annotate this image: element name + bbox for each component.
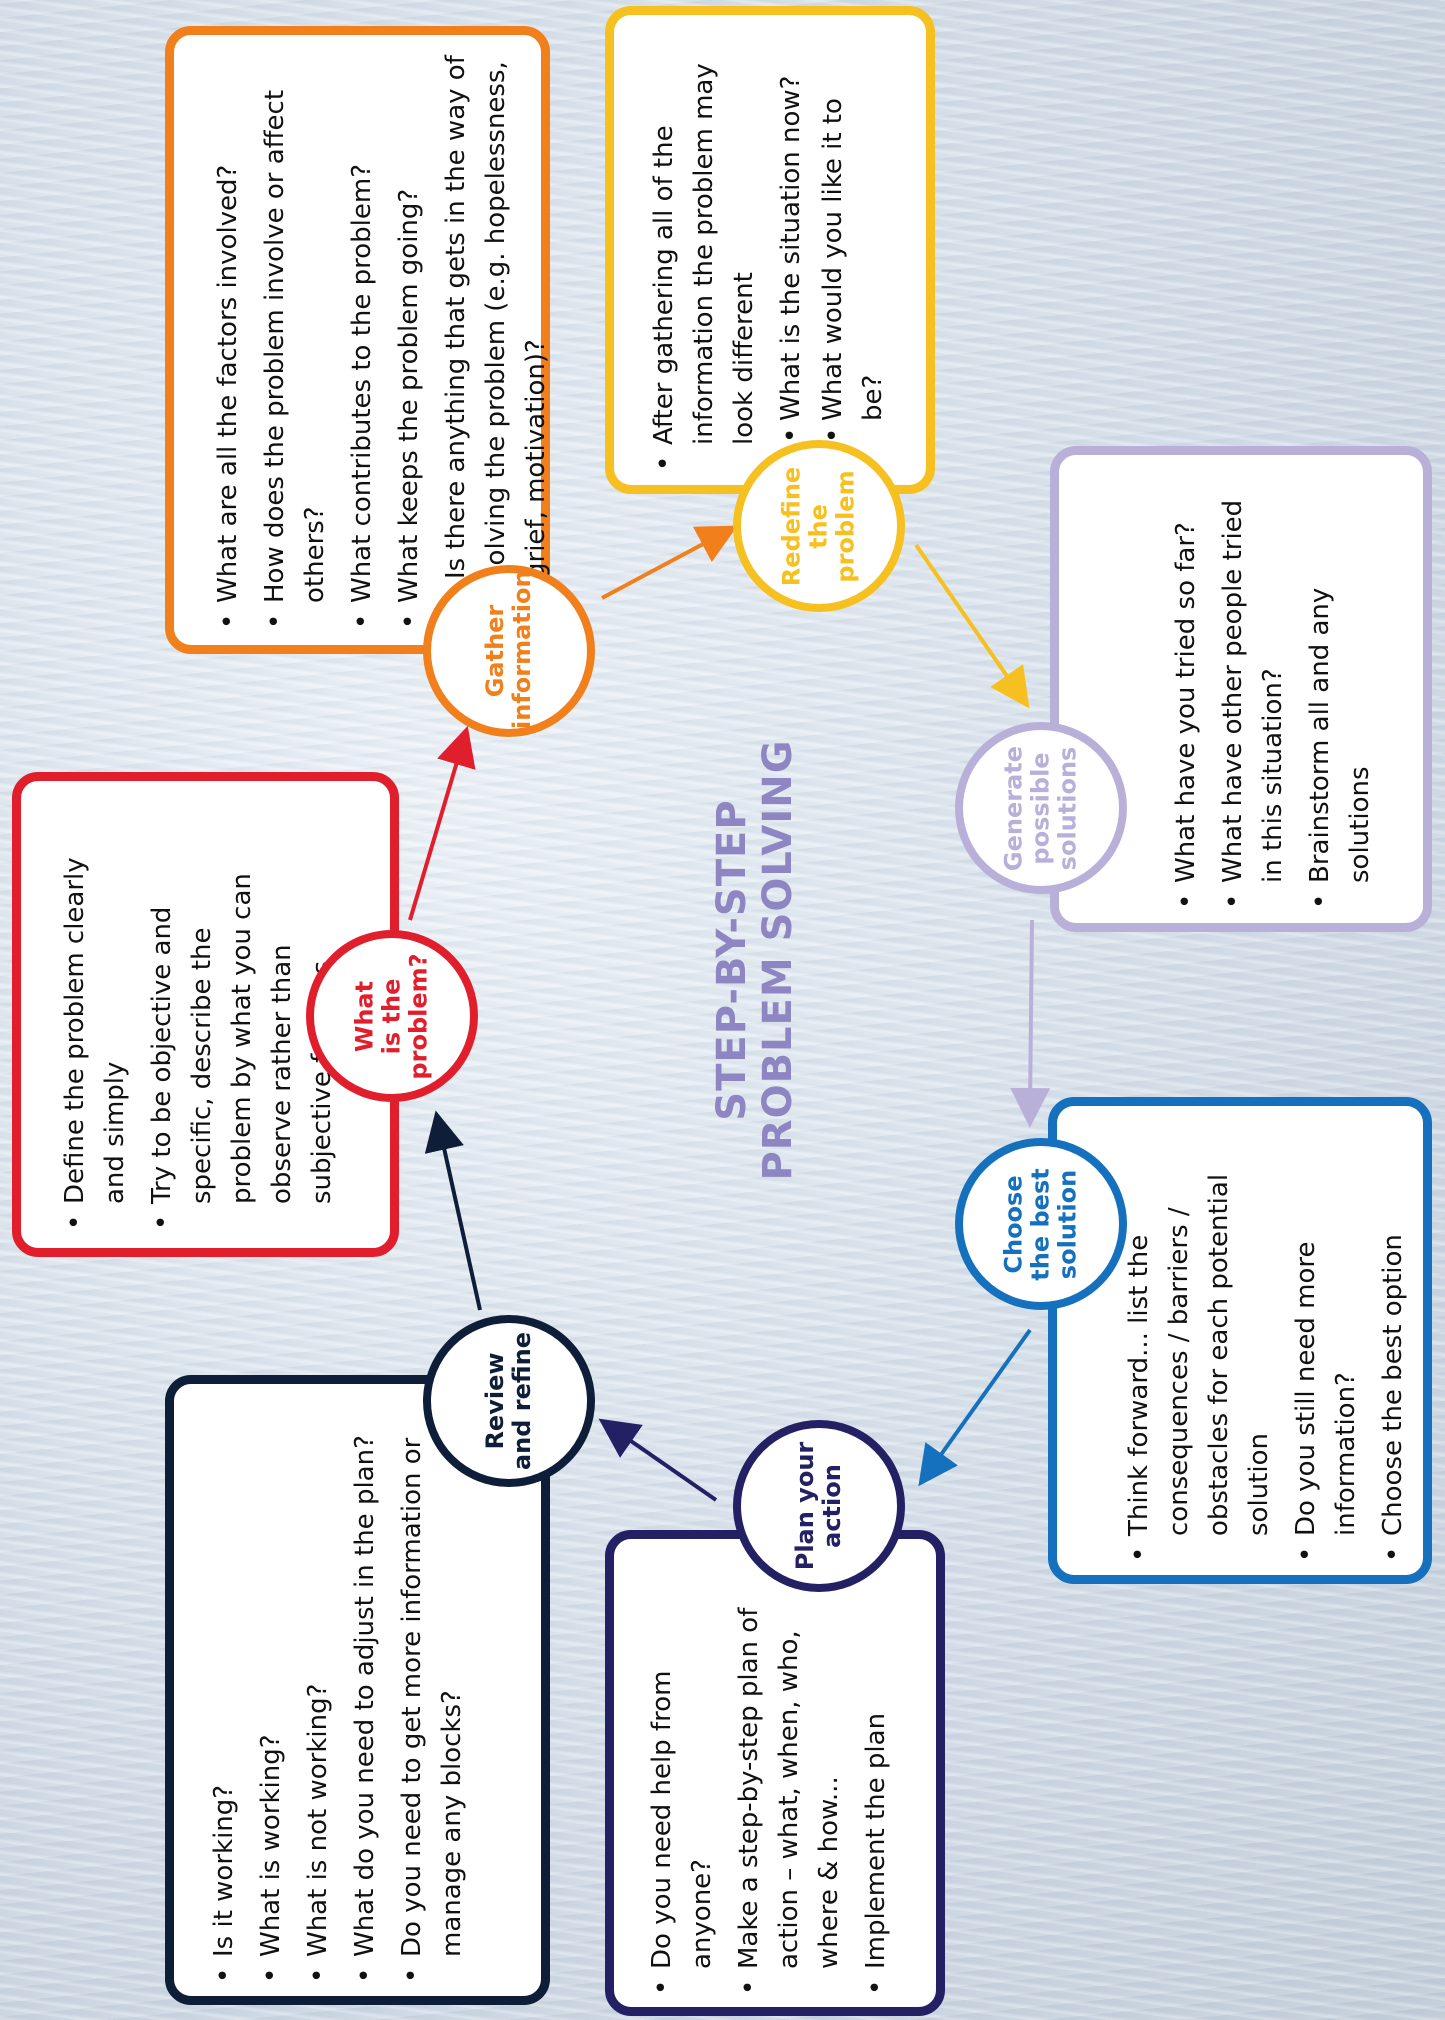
list-item: What is working? <box>251 1429 291 1989</box>
step-label: Generate possible solutions <box>999 745 1082 871</box>
list-item: Choose the best option <box>1373 1128 1413 1568</box>
step-circle-redefine-the-problem: Redefine the problem <box>733 440 905 612</box>
step-circle-choose-the-best-solution: Choose the best solution <box>955 1138 1127 1310</box>
step-box-plan-your-action: Do you need help from anyone? Make a ste… <box>605 1530 945 2016</box>
step-circle-plan-your-action: Plan your action <box>733 1420 905 1592</box>
list-item: What is the situation now? What would yo… <box>771 57 893 477</box>
list-item: What contributes to the problem? <box>342 55 382 635</box>
list-item: What have other people tried in this sit… <box>1213 485 1293 915</box>
step-content: After gathering all of the information t… <box>632 57 927 477</box>
sub-list-item: What is the situation now? <box>771 57 811 445</box>
list-item: What have you tried so far? <box>1166 485 1206 915</box>
step-content: What are all the factors involved? How d… <box>194 55 551 635</box>
list-item: What is not working? <box>298 1429 338 1989</box>
list-item: Brainstorm all and any solutions <box>1300 485 1380 915</box>
step-box-generate-possible-solutions: What have you tried so far? What have ot… <box>1050 446 1432 932</box>
arrow-gather-to-redefine <box>601 525 738 600</box>
list-item: Do you need help from anyone? <box>642 1561 722 2001</box>
step-circle-generate-possible-solutions: Generate possible solutions <box>955 722 1127 894</box>
list-item: Define the problem clearly and simply <box>55 816 135 1236</box>
step-label: Redefine the problem <box>777 466 860 586</box>
step-content: Is it working? What is working? What is … <box>192 1429 537 1989</box>
list-item: How does the problem involve or affect o… <box>255 55 335 635</box>
step-label: Choose the best solution <box>999 1167 1082 1281</box>
step-label: Review and refine <box>481 1331 536 1471</box>
step-box-gather-information: What are all the factors involved? How d… <box>165 26 551 654</box>
step-circle-what-is-the-problem: What is the problem? <box>306 930 478 1102</box>
list-item: Do you still need more information? <box>1286 1128 1366 1568</box>
arrow-what-to-gather <box>408 725 476 921</box>
arrow-generate-to-choose <box>1010 919 1051 1128</box>
arrow-review-to-what <box>424 1110 482 1311</box>
arrow-choose-to-plan <box>918 1328 1032 1487</box>
step-circle-gather-information: Gather information <box>423 565 595 737</box>
list-item: What are all the factors involved? <box>208 55 248 635</box>
step-label: Plan your action <box>791 1441 846 1571</box>
arrow-plan-to-review <box>598 1418 718 1502</box>
list-item: Is there anything that gets in the way o… <box>436 55 556 635</box>
sub-list-item: Is there anything that gets in the way o… <box>436 55 556 603</box>
list-item: Make a step-by-step plan of action – wha… <box>729 1561 849 2001</box>
step-content: Do you need help from anyone? Make a ste… <box>630 1561 935 2001</box>
list-item: What keeps the problem going? <box>389 55 429 635</box>
step-circle-review-and-refine: Review and refine <box>423 1315 595 1487</box>
step-content: What have you tried so far? What have ot… <box>1154 485 1424 915</box>
step-content: Think forward... list the consequences /… <box>1107 1128 1427 1568</box>
sub-list-item: What would you like it to be? <box>813 57 893 445</box>
list-item: Do you need to get more information or m… <box>392 1429 472 1989</box>
list-item: Implement the plan <box>856 1561 896 2001</box>
arrow-redefine-to-generate <box>914 543 1030 709</box>
list-item: After gathering all of the information t… <box>644 57 764 477</box>
title-text: STEP-BY-STEP PROBLEM SOLVING <box>709 739 801 1181</box>
step-label: What is the problem? <box>350 952 433 1080</box>
list-item: Is it working? <box>204 1429 244 1989</box>
list-item: What do you need to adjust in the plan? <box>345 1429 385 1989</box>
step-box-redefine-the-problem: After gathering all of the information t… <box>605 6 935 494</box>
list-item: Think forward... list the consequences /… <box>1119 1128 1279 1568</box>
step-label: Gather information <box>481 570 536 729</box>
